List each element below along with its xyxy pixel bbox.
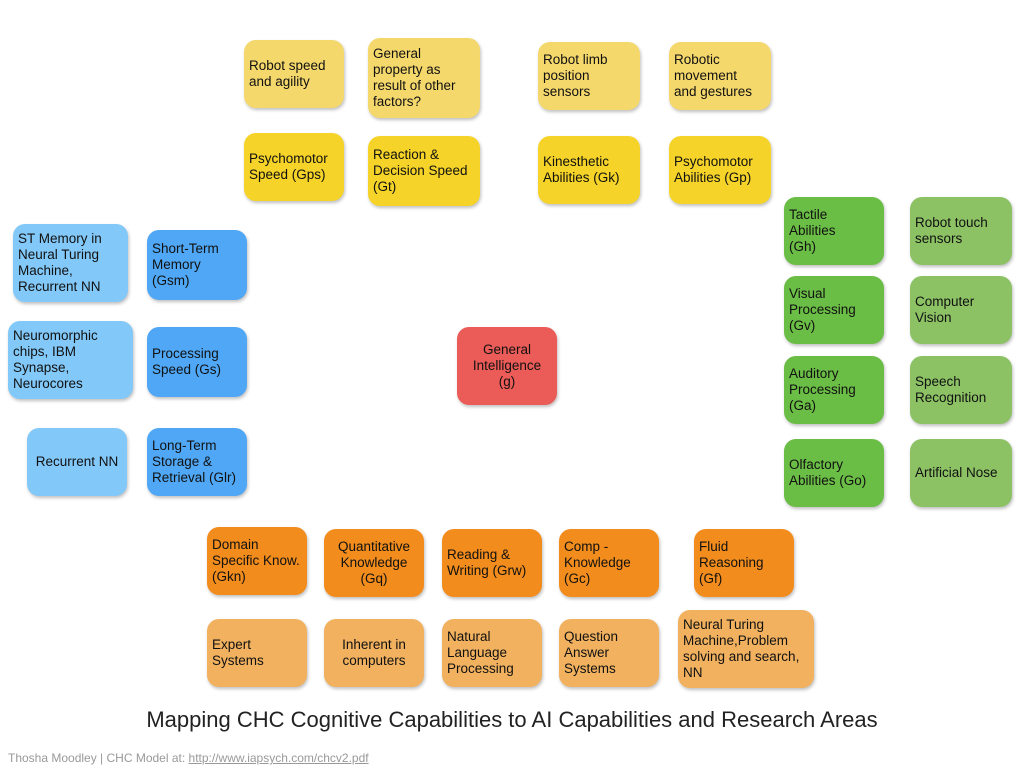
ai-capability-node-gf: Neural Turing Machine,Problem solving an… — [678, 610, 814, 688]
ai-capability-node-gps: Robot speed and agility — [244, 40, 344, 108]
ai-capability-node-grw: Natural Language Processing — [442, 619, 542, 687]
ai-capability-node-go: Artificial Nose — [910, 439, 1012, 507]
ability-node-gsm: Short-Term Memory (Gsm) — [147, 230, 247, 300]
ai-capability-node-gv: Computer Vision — [910, 276, 1012, 344]
ability-node-gh: Tactile Abilities (Gh) — [784, 197, 884, 265]
ai-capability-node-gh: Robot touch sensors — [910, 197, 1012, 265]
ai-capability-node-ga: Speech Recognition — [910, 356, 1012, 424]
ability-node-gv: Visual Processing (Gv) — [784, 276, 884, 344]
ability-node-gkn: Domain Specific Know. (Gkn) — [207, 527, 307, 595]
ai-capability-node-gsm: ST Memory in Neural Turing Machine, Recu… — [13, 224, 128, 302]
ability-node-gq: Quantitative Knowledge (Gq) — [324, 529, 424, 597]
ai-capability-node-glr: Recurrent NN — [27, 428, 127, 496]
ai-capability-node-gs: Neuromorphic chips, IBM Synapse, Neuroco… — [8, 321, 133, 399]
footer-credit: Thosha Moodley | CHC Model at: — [8, 751, 189, 765]
general-intelligence-node: General Intelligence (g) — [457, 327, 557, 405]
ability-node-gk: Kinesthetic Abilities (Gk) — [538, 136, 640, 204]
ai-capability-node-gk: Robot limb position sensors — [538, 42, 640, 110]
ability-node-gc: Comp - Knowledge (Gc) — [559, 529, 659, 597]
ability-node-gf: Fluid Reasoning (Gf) — [694, 529, 794, 597]
ability-node-ga: Auditory Processing (Ga) — [784, 356, 884, 424]
chc-model-link[interactable]: http://www.iapsych.com/chcv2.pdf — [188, 751, 369, 765]
ability-node-gps: Psychomotor Speed (Gps) — [244, 133, 344, 201]
ai-capability-node-gt: General property as result of other fact… — [368, 38, 480, 118]
ai-capability-node-gc: Question Answer Systems — [559, 619, 659, 687]
ability-node-gp: Psychomotor Abilities (Gp) — [669, 136, 771, 204]
ability-node-gs: Processing Speed (Gs) — [147, 327, 247, 397]
ability-node-glr: Long-Term Storage & Retrieval (Glr) — [147, 428, 247, 496]
ability-node-gt: Reaction & Decision Speed (Gt) — [368, 136, 480, 206]
footer: Thosha Moodley | CHC Model at: http://ww… — [8, 751, 369, 765]
ai-capability-node-gp: Robotic movement and gestures — [669, 42, 771, 110]
ai-capability-node-gkn: Expert Systems — [207, 619, 307, 687]
ability-node-go: Olfactory Abilities (Go) — [784, 439, 884, 507]
ai-capability-node-gq: Inherent in computers — [324, 619, 424, 687]
ability-node-grw: Reading & Writing (Grw) — [442, 529, 542, 597]
slide-title: Mapping CHC Cognitive Capabilities to AI… — [146, 707, 878, 732]
